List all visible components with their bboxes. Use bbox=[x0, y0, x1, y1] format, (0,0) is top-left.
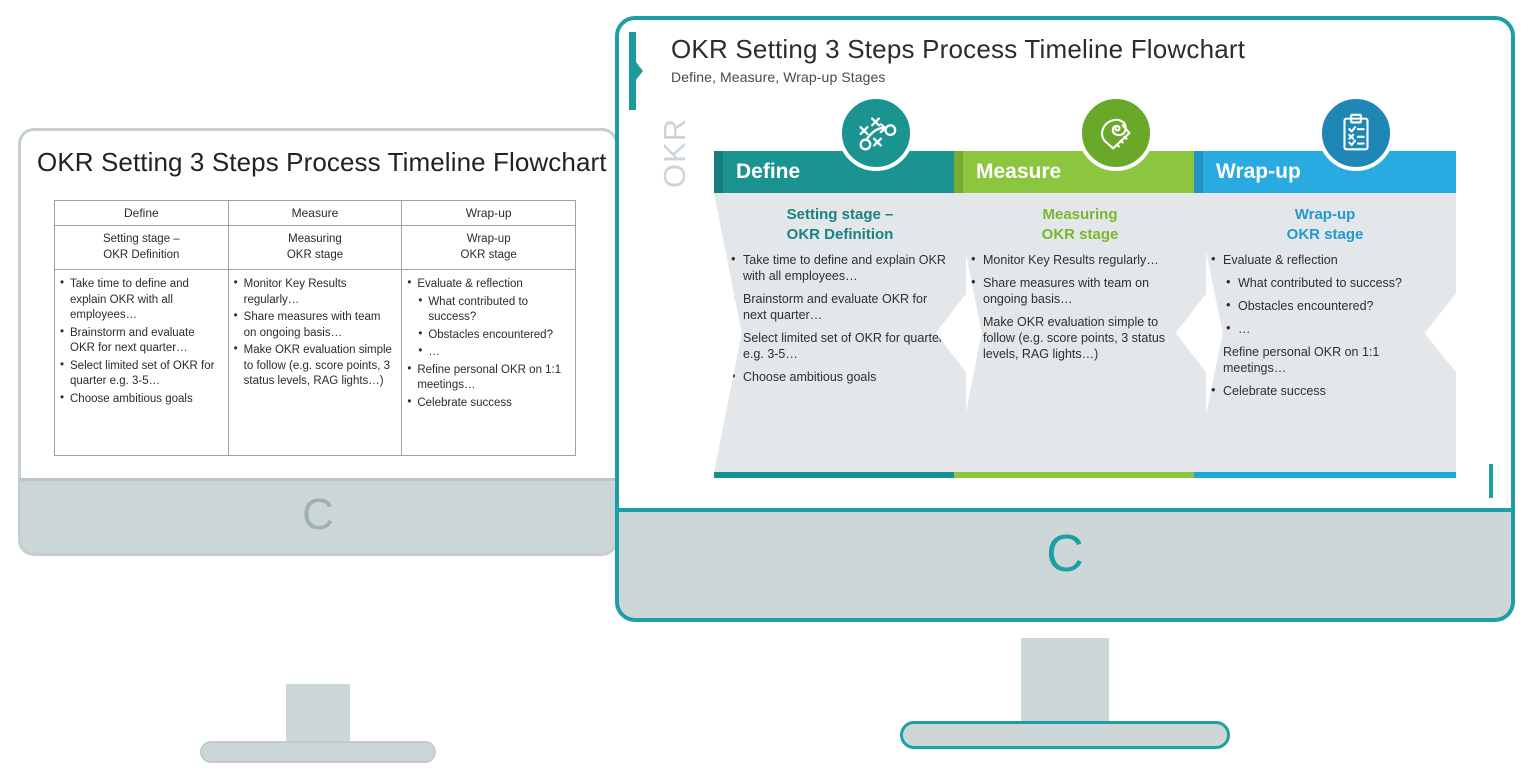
list-item: … bbox=[1210, 320, 1440, 337]
list-item: Select limited set of OKR for quarter e.… bbox=[730, 329, 950, 362]
column-list-wrapup: Evaluate & reflectionWhat contributed to… bbox=[1210, 251, 1440, 399]
list-item: Celebrate success bbox=[406, 395, 569, 412]
right-slide-canvas: OKR Setting 3 Steps Process Timeline Flo… bbox=[619, 20, 1511, 508]
list-item: Choose ambitious goals bbox=[730, 368, 950, 385]
list-item: Evaluate & reflection bbox=[1210, 251, 1440, 268]
list-item: Monitor Key Results regularly… bbox=[233, 276, 396, 308]
flow-column-define[interactable]: Define Setting stage –OKR Definition Tak… bbox=[714, 95, 966, 478]
list-item: Choose ambitious goals bbox=[59, 391, 222, 408]
table-list-define: Take time to define and explain OKR with… bbox=[59, 276, 222, 408]
table-header-row: Define Measure Wrap-up bbox=[54, 200, 576, 226]
table-header-measure: Measure bbox=[227, 200, 403, 226]
right-monitor-base bbox=[900, 721, 1230, 749]
right-monitor-chin: C bbox=[615, 512, 1515, 622]
list-item: Share measures with team on ongoing basi… bbox=[970, 274, 1190, 307]
table-header-wrapup: Wrap-up bbox=[401, 200, 576, 226]
right-slide-header: OKR Setting 3 Steps Process Timeline Flo… bbox=[619, 20, 1511, 110]
list-item: Brainstorm and evaluate OKR for next qua… bbox=[730, 290, 950, 323]
table-list-wrapup: Evaluate & reflectionWhat contributed to… bbox=[406, 276, 569, 412]
list-item: Celebrate success bbox=[1210, 382, 1440, 399]
left-monitor-neck bbox=[286, 684, 350, 742]
list-item: Obstacles encountered? bbox=[1210, 297, 1440, 314]
list-item: … bbox=[406, 344, 569, 361]
list-item: Share measures with team on ongoing basi… bbox=[233, 309, 396, 341]
list-item: Select limited set of OKR for quarter e.… bbox=[59, 358, 222, 390]
left-monitor-screen: OKR Setting 3 Steps Process Timeline Flo… bbox=[18, 128, 618, 478]
left-slide-table: Define Measure Wrap-up Setting stage –OK… bbox=[54, 200, 576, 457]
measuring-tape-icon bbox=[1078, 95, 1154, 171]
right-slide-subtitle: Define, Measure, Wrap-up Stages bbox=[671, 69, 886, 85]
table-subheader-define: Setting stage –OKR Definition bbox=[54, 224, 229, 271]
left-monitor-base bbox=[200, 741, 436, 763]
list-item: Take time to define and explain OKR with… bbox=[730, 251, 950, 284]
list-item: What contributed to success? bbox=[406, 294, 569, 326]
list-item: What contributed to success? bbox=[1210, 274, 1440, 291]
list-item: Refine personal OKR on 1:1 meetings… bbox=[1210, 343, 1440, 376]
column-accent-wrapup bbox=[1194, 472, 1456, 478]
column-subheading-define: Setting stage –OKR Definition bbox=[786, 206, 894, 243]
column-header-measure: Measure bbox=[954, 151, 1206, 193]
right-monitor-logo: C bbox=[1046, 525, 1084, 583]
left-monitor: OKR Setting 3 Steps Process Timeline Flo… bbox=[18, 128, 618, 763]
column-accent-measure bbox=[954, 472, 1206, 478]
table-cell-define: Take time to define and explain OKR with… bbox=[54, 269, 229, 457]
strategy-playbook-icon bbox=[838, 95, 914, 171]
table-cell-measure: Monitor Key Results regularly…Share meas… bbox=[227, 269, 403, 457]
flowchart-columns: Define Setting stage –OKR Definition Tak… bbox=[619, 93, 1511, 488]
list-item: Obstacles encountered? bbox=[406, 327, 569, 344]
column-body-define: Setting stage –OKR Definition Take time … bbox=[714, 193, 966, 473]
column-list-measure: Monitor Key Results regularly… Share meas… bbox=[970, 251, 1190, 362]
table-header-define: Define bbox=[54, 200, 229, 226]
left-monitor-chin: C bbox=[18, 478, 618, 556]
list-item: Evaluate & reflection bbox=[406, 276, 569, 293]
list-item: Make OKR evaluation simple to follow (e.… bbox=[233, 342, 396, 390]
column-accent-define bbox=[714, 472, 966, 478]
list-item: Monitor Key Results regularly… bbox=[970, 251, 1190, 268]
right-monitor-screen: OKR Setting 3 Steps Process Timeline Flo… bbox=[615, 16, 1515, 512]
right-slide-title: OKR Setting 3 Steps Process Timeline Flo… bbox=[671, 34, 1246, 64]
list-item: Take time to define and explain OKR with… bbox=[59, 276, 222, 324]
column-header-define: Define bbox=[714, 151, 966, 193]
right-monitor-neck bbox=[1021, 638, 1109, 724]
clipboard-checklist-icon bbox=[1318, 95, 1394, 171]
table-body-row: Take time to define and explain OKR with… bbox=[54, 269, 576, 457]
title-accent-bar bbox=[629, 32, 643, 110]
table-list-measure: Monitor Key Results regularly…Share meas… bbox=[233, 276, 396, 390]
slide-corner-tick bbox=[1489, 464, 1493, 498]
list-item: Make OKR evaluation simple to follow (e.… bbox=[970, 313, 1190, 362]
list-item: Brainstorm and evaluate OKR for next qua… bbox=[59, 325, 222, 357]
column-header-wrapup: Wrap-up bbox=[1194, 151, 1456, 193]
right-monitor: OKR Setting 3 Steps Process Timeline Flo… bbox=[615, 16, 1515, 749]
left-monitor-logo: C bbox=[302, 490, 334, 539]
table-cell-wrapup: Evaluate & reflectionWhat contributed to… bbox=[401, 269, 576, 457]
left-slide-title: OKR Setting 3 Steps Process Timeline Flo… bbox=[37, 147, 607, 177]
list-item: Refine personal OKR on 1:1 meetings… bbox=[406, 362, 569, 394]
column-list-define: Take time to define and explain OKR with… bbox=[730, 251, 950, 385]
